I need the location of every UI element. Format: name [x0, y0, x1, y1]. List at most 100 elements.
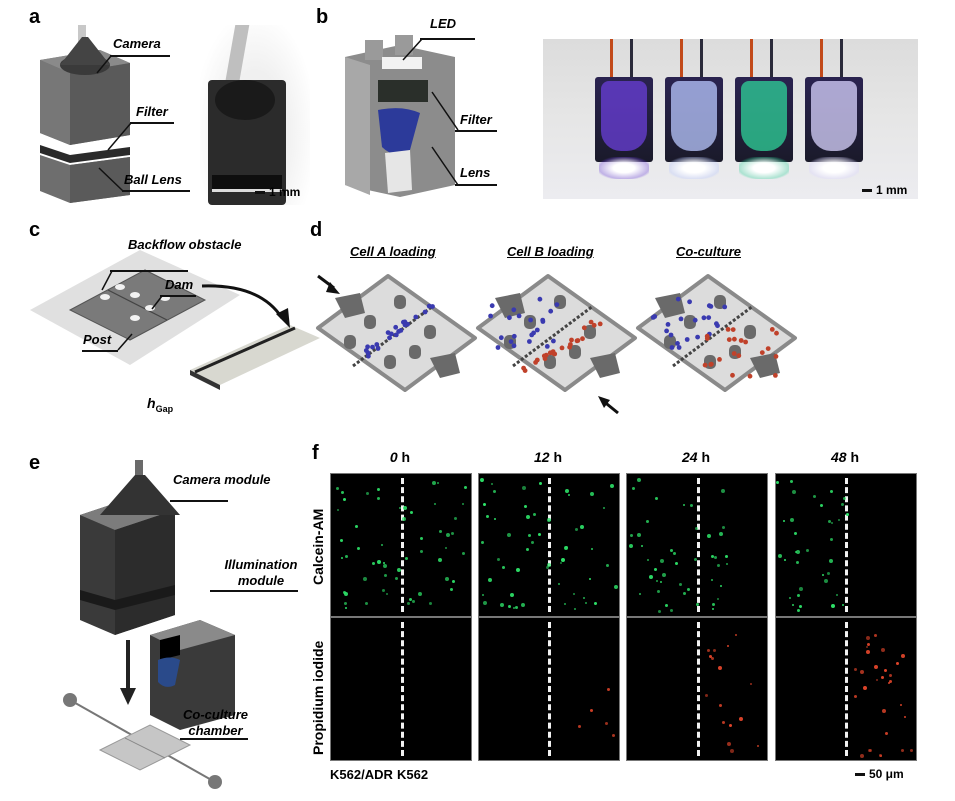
panel-label-c: c [29, 219, 41, 241]
live-cell [572, 593, 575, 595]
live-cell [575, 528, 579, 532]
cell-a [365, 344, 370, 350]
live-cell [602, 506, 605, 509]
micrograph [330, 473, 472, 617]
dead-cell [728, 723, 732, 727]
dead-cell [889, 673, 892, 677]
post [569, 345, 581, 359]
live-cell [451, 532, 455, 535]
live-cell [721, 489, 725, 493]
dead-cell [717, 665, 722, 670]
live-cell [434, 503, 437, 506]
time-value: 0 [389, 449, 398, 465]
live-cell [483, 503, 487, 506]
cell-a [396, 329, 402, 334]
live-cell [515, 605, 519, 609]
callout-underline [110, 55, 170, 57]
live-cell [827, 519, 831, 523]
live-cell [445, 576, 450, 581]
chamber-b [476, 274, 637, 415]
step-title-co-culture: Co-culture [676, 244, 741, 259]
live-cell [401, 516, 406, 521]
live-cell [717, 563, 721, 567]
live-cell [783, 558, 786, 561]
live-cell [559, 562, 562, 565]
cell-b [731, 351, 737, 356]
dead-cell [865, 636, 870, 641]
live-cell [340, 557, 343, 560]
dead-cell [889, 679, 893, 683]
live-cell [481, 593, 484, 596]
live-cell [822, 574, 825, 577]
dead-cell [884, 669, 888, 672]
cell-b [730, 327, 736, 332]
cell-a [714, 321, 719, 327]
cell-a [389, 331, 394, 337]
live-cell [793, 531, 797, 535]
dead-cell [865, 646, 868, 649]
callout-underline [110, 270, 188, 272]
live-cell [377, 559, 382, 564]
cell-b [581, 325, 587, 331]
live-cell [399, 506, 402, 509]
illumination-module-diagram [345, 35, 455, 197]
cell-b [597, 321, 603, 327]
cell-a [684, 337, 690, 342]
live-cell [380, 544, 383, 547]
dead-cell [873, 664, 878, 669]
live-cell [362, 577, 367, 582]
live-cell [494, 518, 497, 521]
micrograph [478, 617, 620, 761]
chamber-divider-line [697, 478, 700, 612]
dead-cell [901, 654, 906, 659]
dead-cell [726, 741, 731, 746]
live-cell [792, 490, 797, 494]
live-cell [614, 584, 618, 589]
live-cell [482, 601, 487, 606]
live-cell [396, 567, 401, 572]
cell-a [708, 304, 714, 309]
live-cell [646, 558, 649, 561]
live-cell [402, 505, 407, 510]
camera-module-photo [200, 25, 310, 205]
dead-cell [611, 733, 615, 737]
cell-a [393, 324, 399, 330]
dead-cell [712, 649, 716, 653]
micrograph [626, 617, 768, 761]
lens-element [378, 108, 420, 155]
live-cell [377, 487, 380, 491]
live-cell [383, 563, 388, 568]
cell-a [678, 316, 684, 322]
live-cell [335, 487, 339, 491]
callout-underline [160, 295, 196, 297]
live-cell [637, 533, 641, 538]
live-cell [655, 580, 658, 583]
chamber-a [316, 274, 477, 392]
live-cell [383, 562, 386, 564]
dead-cell [896, 662, 900, 666]
cell-a [687, 299, 692, 305]
light-spot [669, 157, 719, 179]
cell-a [531, 330, 536, 336]
live-cell [428, 601, 432, 605]
live-cell [419, 549, 423, 553]
dead-cell [867, 748, 871, 752]
live-cell [419, 537, 423, 541]
cell-b [759, 350, 765, 355]
live-cell [679, 582, 682, 586]
cell-a [402, 322, 408, 328]
live-cell [461, 502, 464, 505]
live-cell [796, 594, 800, 598]
live-cell [340, 490, 344, 494]
cell-b [580, 336, 585, 342]
time-value: 12 [533, 449, 550, 465]
dead-cell [887, 682, 890, 684]
live-cell [640, 544, 643, 547]
live-cell [407, 601, 411, 605]
wire [820, 39, 823, 81]
micrograph [478, 473, 620, 617]
live-cell [829, 559, 834, 564]
cell-b [736, 353, 742, 359]
live-cell [670, 608, 674, 612]
cell-b [568, 342, 573, 347]
